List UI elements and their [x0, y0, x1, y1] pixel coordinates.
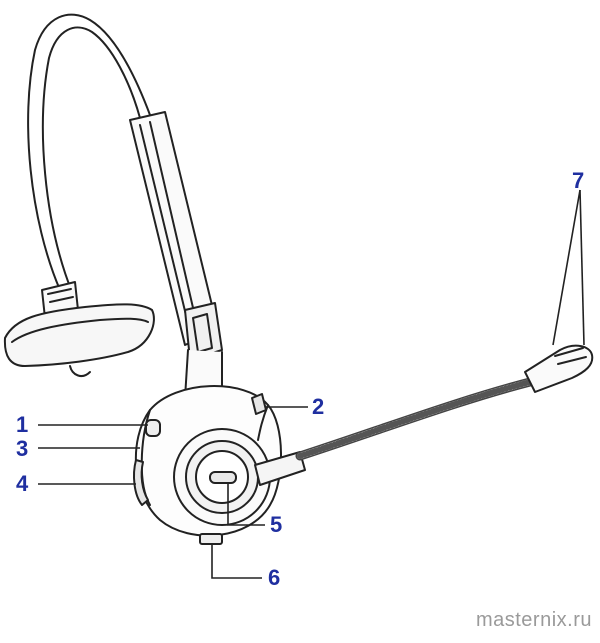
leader-5 — [227, 484, 265, 526]
volume-rocker[interactable] — [133, 459, 149, 506]
button-2[interactable] — [251, 393, 267, 415]
callout-6: 6 — [268, 565, 280, 590]
led-indicator — [209, 471, 237, 484]
callout-4: 4 — [16, 471, 29, 496]
callout-5: 5 — [270, 512, 282, 537]
callout-1: 1 — [16, 412, 28, 437]
headband-sleeve — [129, 111, 223, 361]
headband — [27, 13, 151, 293]
leader-7a — [552, 189, 581, 346]
leader-7b — [579, 189, 585, 346]
button-1[interactable] — [145, 419, 161, 437]
microphone-tip — [524, 344, 594, 393]
boom-base — [254, 451, 306, 486]
leader-lines — [38, 189, 585, 579]
temple-pad — [3, 281, 155, 377]
callout-7: 7 — [572, 168, 584, 193]
callout-2: 2 — [312, 394, 324, 419]
flexible-boom — [295, 377, 535, 461]
callout-labels: 1 2 3 4 5 6 7 — [16, 168, 584, 590]
mic-pivot — [173, 428, 271, 526]
watermark: masternix.ru — [475, 609, 592, 631]
charging-port[interactable] — [199, 533, 223, 545]
callout-3: 3 — [16, 436, 28, 461]
leader-6 — [211, 544, 262, 579]
